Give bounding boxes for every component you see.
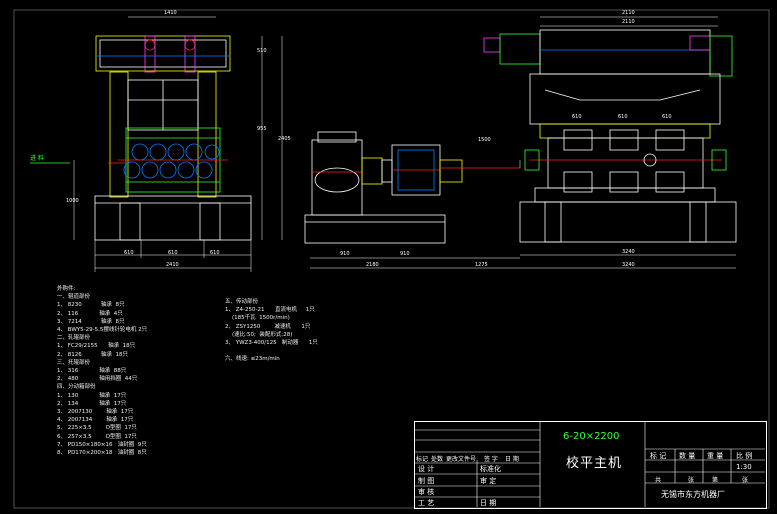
parts-sec3: 三、托辊部份 bbox=[57, 359, 91, 366]
row-label: 审 核 bbox=[418, 488, 435, 496]
side-view bbox=[483, 16, 737, 256]
parts-sec5-item: (速比:50; 装配形式:28) bbox=[225, 331, 293, 338]
header-label: 签 字 bbox=[484, 456, 498, 463]
parts-list-right: 五、传动部份 1、 Z4-250-21 直流电机 1只 (185千瓦 1500r/… bbox=[225, 298, 318, 363]
label-zhang1: 张 bbox=[688, 477, 695, 484]
row-label: 设 计 bbox=[418, 465, 435, 473]
dim-side-top: 2110 bbox=[622, 10, 635, 16]
dim-side-w2: 910 bbox=[400, 251, 410, 257]
parts-sec5-item: (185千瓦 1500r/min) bbox=[225, 315, 290, 322]
feed-label: 进 料 bbox=[30, 155, 44, 162]
parts-sec1-item: 1、 8230 轴承 8只 bbox=[57, 302, 125, 309]
dim-side-w4: 3240 bbox=[622, 262, 635, 268]
parts-sec4-item: 4、 2007134 轴承 17只 bbox=[57, 417, 134, 424]
parts-sec5-item: 3、 YWZ3-400/125 制动器 1只 bbox=[225, 340, 318, 347]
parts-heading: 外购件: bbox=[57, 286, 76, 292]
dim-side-w3: 1275 bbox=[475, 262, 488, 268]
dim-front-h1: 510 bbox=[257, 48, 267, 54]
parts-sec4-item: 8、 PD170×200×18 油封圈 8只 bbox=[57, 450, 147, 457]
header-label: 标记 bbox=[416, 456, 429, 463]
parts-sec1-item: 2、 116 轴承 4只 bbox=[57, 310, 123, 317]
label-bili: 比 例 bbox=[736, 452, 753, 460]
parts-sec2: 二、轧辊部份 bbox=[57, 335, 91, 342]
label-biaoji: 标 记 bbox=[650, 452, 667, 460]
dim-front-h2: 2405 bbox=[278, 136, 291, 142]
parts-sec5-item: 2、 ZSY1250 减速机 1只 bbox=[225, 323, 311, 330]
title-block bbox=[414, 421, 767, 509]
dim-front-left-h: 1000 bbox=[66, 198, 79, 204]
label-shuliang: 数 量 bbox=[679, 452, 696, 460]
parts-sec3-item: 1、 316 轴承 88只 bbox=[57, 368, 127, 375]
header-label: 更改文件号 bbox=[446, 456, 477, 463]
dim-front-seg2: 610 bbox=[168, 250, 178, 256]
dim-front-h3: 955 bbox=[257, 126, 267, 132]
dim-side-top2: 2110 bbox=[622, 19, 635, 25]
parts-sec4-item: 7、 PD150×180×16 油封圈 9只 bbox=[57, 441, 147, 448]
col2-label: 审 定 bbox=[480, 477, 497, 485]
parts-sec4-item: 2、 134 轴承 17只 bbox=[57, 400, 127, 407]
parts-sec4: 四、分动箱部份 bbox=[57, 384, 96, 391]
dim-side-inner1: 610 bbox=[572, 114, 582, 120]
parts-sec4-item: 5、 225×3.5 O型圈 17只 bbox=[57, 425, 137, 432]
col2-label: 日 期 bbox=[480, 499, 497, 507]
header-label: 日 期 bbox=[505, 456, 519, 463]
parts-sec5: 五、传动部份 bbox=[225, 299, 259, 305]
dim-front-seg1: 610 bbox=[124, 250, 134, 256]
dim-side-base: 3240 bbox=[622, 249, 635, 255]
title-block-grid bbox=[414, 421, 765, 507]
dim-side-w1: 910 bbox=[340, 251, 350, 257]
parts-sec1-item: 4、 BWY5-29-5.5摆线针轮电机 2只 bbox=[57, 327, 148, 334]
label-gong: 共 bbox=[655, 477, 662, 484]
company-name: 无锡市东方机器厂 bbox=[661, 490, 725, 499]
dim-front-width: 2410 bbox=[166, 262, 179, 268]
drawing-model: 6-20×2200 bbox=[563, 431, 620, 442]
dim-side-inner3: 610 bbox=[662, 114, 672, 120]
parts-sec4-item: 3、 2007130 轴承 17只 bbox=[57, 409, 134, 416]
parts-sec5-item: 1、 Z4-250-21 直流电机 1只 bbox=[225, 307, 315, 314]
parts-sec3-item: 2、 480 轴用挡圈 44只 bbox=[57, 376, 138, 383]
label-di: 第 bbox=[712, 477, 719, 484]
parts-sec4-item: 1、 130 轴承 17只 bbox=[57, 392, 127, 399]
parts-sec2-item: 1、 FC29/2155 轴承 18只 bbox=[57, 343, 136, 350]
drive-view bbox=[304, 131, 736, 269]
header-label: 处数 bbox=[431, 456, 444, 463]
label-zhang2: 张 bbox=[742, 477, 749, 484]
parts-sec2-item: 2、 8126 轴承 18只 bbox=[57, 351, 128, 358]
dim-side-inner2: 610 bbox=[618, 114, 628, 120]
drawing-title: 校平主机 bbox=[566, 456, 623, 471]
dim-side-mid: 1500 bbox=[478, 137, 491, 143]
scale-value: 1:30 bbox=[736, 463, 752, 471]
dim-side-total: 2180 bbox=[366, 262, 379, 268]
parts-sec1-item: 3、 7214 轴承 8只 bbox=[57, 318, 125, 325]
parts-sec6: 六、线速: ≤23m/min bbox=[225, 356, 280, 363]
parts-sec4-item: 6、 257×3.5 O型圈 17只 bbox=[57, 433, 137, 440]
front-view bbox=[30, 16, 283, 272]
row-label: 工 艺 bbox=[418, 499, 435, 507]
col2-label: 标准化 bbox=[480, 465, 501, 473]
dim-front-top: 1410 bbox=[164, 10, 177, 16]
parts-sec1: 一、辊道部份 bbox=[57, 294, 91, 301]
row-label: 制 图 bbox=[418, 477, 435, 485]
label-zhongliang: 重 量 bbox=[707, 452, 724, 460]
dim-front-seg3: 610 bbox=[210, 250, 220, 256]
